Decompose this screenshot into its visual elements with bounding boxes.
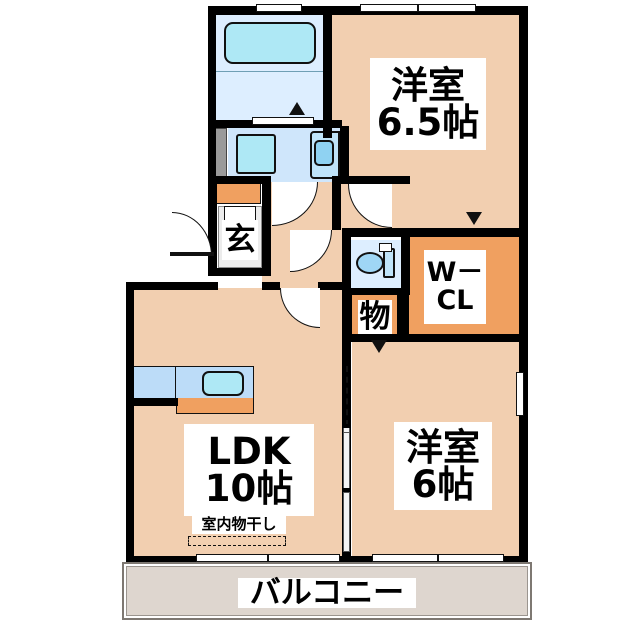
label-indoor-drying: 室内物干し	[192, 514, 286, 534]
direction-arrow-icon-bath	[289, 102, 305, 115]
toilet-icon	[356, 252, 384, 274]
wall-toilet-top	[342, 228, 410, 237]
bath-door-jamb	[215, 128, 227, 182]
window-icon-ldk-bottom-a	[196, 554, 268, 562]
wall-toilet-bottom	[342, 288, 410, 295]
kitchen-wall-stub	[132, 398, 178, 406]
balcony-outline	[122, 562, 532, 620]
direction-arrow-icon-bedroom-top	[466, 212, 482, 225]
label-ldk-size: 10帖	[204, 467, 294, 510]
label-storage: 物	[358, 300, 392, 334]
window-icon-bedroom-top-b	[418, 4, 476, 12]
bathtub-icon	[224, 22, 316, 64]
wall-right	[519, 6, 528, 564]
bathtub-surround	[215, 14, 323, 72]
wall-ldk-top-right	[262, 282, 280, 290]
entrance-door-leaf	[170, 252, 214, 256]
toilet-tank-icon	[383, 248, 395, 278]
genkan-riser	[224, 206, 256, 220]
wall-bedroom-top-left	[323, 126, 332, 138]
wall-washroom-right	[340, 126, 349, 184]
label-entrance-name: 玄	[224, 221, 256, 258]
label-wcl-line2: CL	[436, 285, 474, 316]
sliding-partition-icon-panel-3[interactable]	[343, 492, 350, 552]
wall-bedroom-bottom-top	[405, 334, 525, 342]
shoe-cabinet-icon	[215, 182, 261, 204]
label-balcony-name: バルコニー	[249, 574, 405, 611]
wall-genkan-right	[262, 176, 271, 276]
label-storage-name: 物	[359, 298, 391, 335]
wall-washroom-bottom	[208, 176, 262, 184]
kitchen-counter-front-icon	[176, 398, 254, 414]
window-icon-bedroom-bottom-a	[372, 554, 438, 562]
toilet-lid-icon	[379, 243, 392, 252]
label-bedroom-bottom-name: 洋室	[406, 426, 480, 469]
wall-wcl-left	[401, 228, 409, 340]
entrance-door-icon[interactable]	[172, 212, 212, 256]
kitchen-stove-area-icon	[132, 366, 176, 402]
window-icon-bath-top	[256, 4, 302, 12]
wall-storage-right	[397, 292, 405, 342]
sliding-partition-icon-panel-2[interactable]	[343, 432, 350, 494]
label-bedroom-top-size: 6.5帖	[376, 101, 480, 144]
label-ldk-name: LDK	[207, 430, 291, 473]
wall-genkan-bottom	[208, 268, 271, 276]
label-balcony: バルコニー	[238, 574, 416, 611]
wall-storage-bottom	[345, 334, 405, 342]
label-walk-in-closet: W－ CL	[424, 250, 486, 324]
window-icon-ldk-bottom-b	[268, 554, 340, 562]
label-wcl-line1: W－	[426, 256, 484, 288]
direction-arrow-icon-wcl	[371, 340, 387, 353]
wall-toilet-left	[342, 228, 351, 290]
wall-hall-top	[332, 176, 410, 184]
label-bedroom-bottom: 洋室 6帖	[394, 422, 492, 510]
window-icon-bedroom-bottom-b	[438, 554, 504, 562]
sliding-partition-icon-jamb-2	[342, 488, 351, 492]
wall-ldk-top-left	[126, 282, 218, 290]
wall-bath-bedroom	[323, 6, 332, 132]
wall-genkan-left	[208, 176, 217, 276]
sliding-partition-icon-rail	[346, 366, 348, 426]
label-bedroom-top: 洋室 6.5帖	[370, 58, 486, 150]
wall-storage-left	[345, 292, 352, 342]
wall-bedroom-top-left2	[332, 178, 341, 230]
label-ldk: LDK 10帖	[184, 424, 314, 516]
indoor-drying-rack-icon	[188, 536, 286, 546]
window-icon-bedroom-top-a	[360, 4, 418, 12]
label-indoor-drying-text: 室内物干し	[201, 514, 277, 533]
label-bedroom-top-name: 洋室	[391, 64, 465, 107]
wall-ldk-top-right2	[318, 282, 344, 290]
label-bedroom-bottom-size: 6帖	[411, 463, 475, 506]
washing-machine-pan-icon	[236, 134, 276, 174]
label-entrance: 玄	[222, 220, 258, 260]
sliding-partition-icon-jamb-1	[342, 424, 351, 428]
wall-ldk-left	[126, 282, 134, 564]
kitchen-sink-icon	[202, 371, 244, 396]
wall-wcl-top	[401, 228, 528, 237]
vanity-sink-icon	[314, 140, 334, 166]
window-icon-bath-bottom	[252, 117, 314, 125]
window-icon-bedroom-right	[516, 372, 524, 416]
wall-bath-left	[208, 6, 216, 182]
